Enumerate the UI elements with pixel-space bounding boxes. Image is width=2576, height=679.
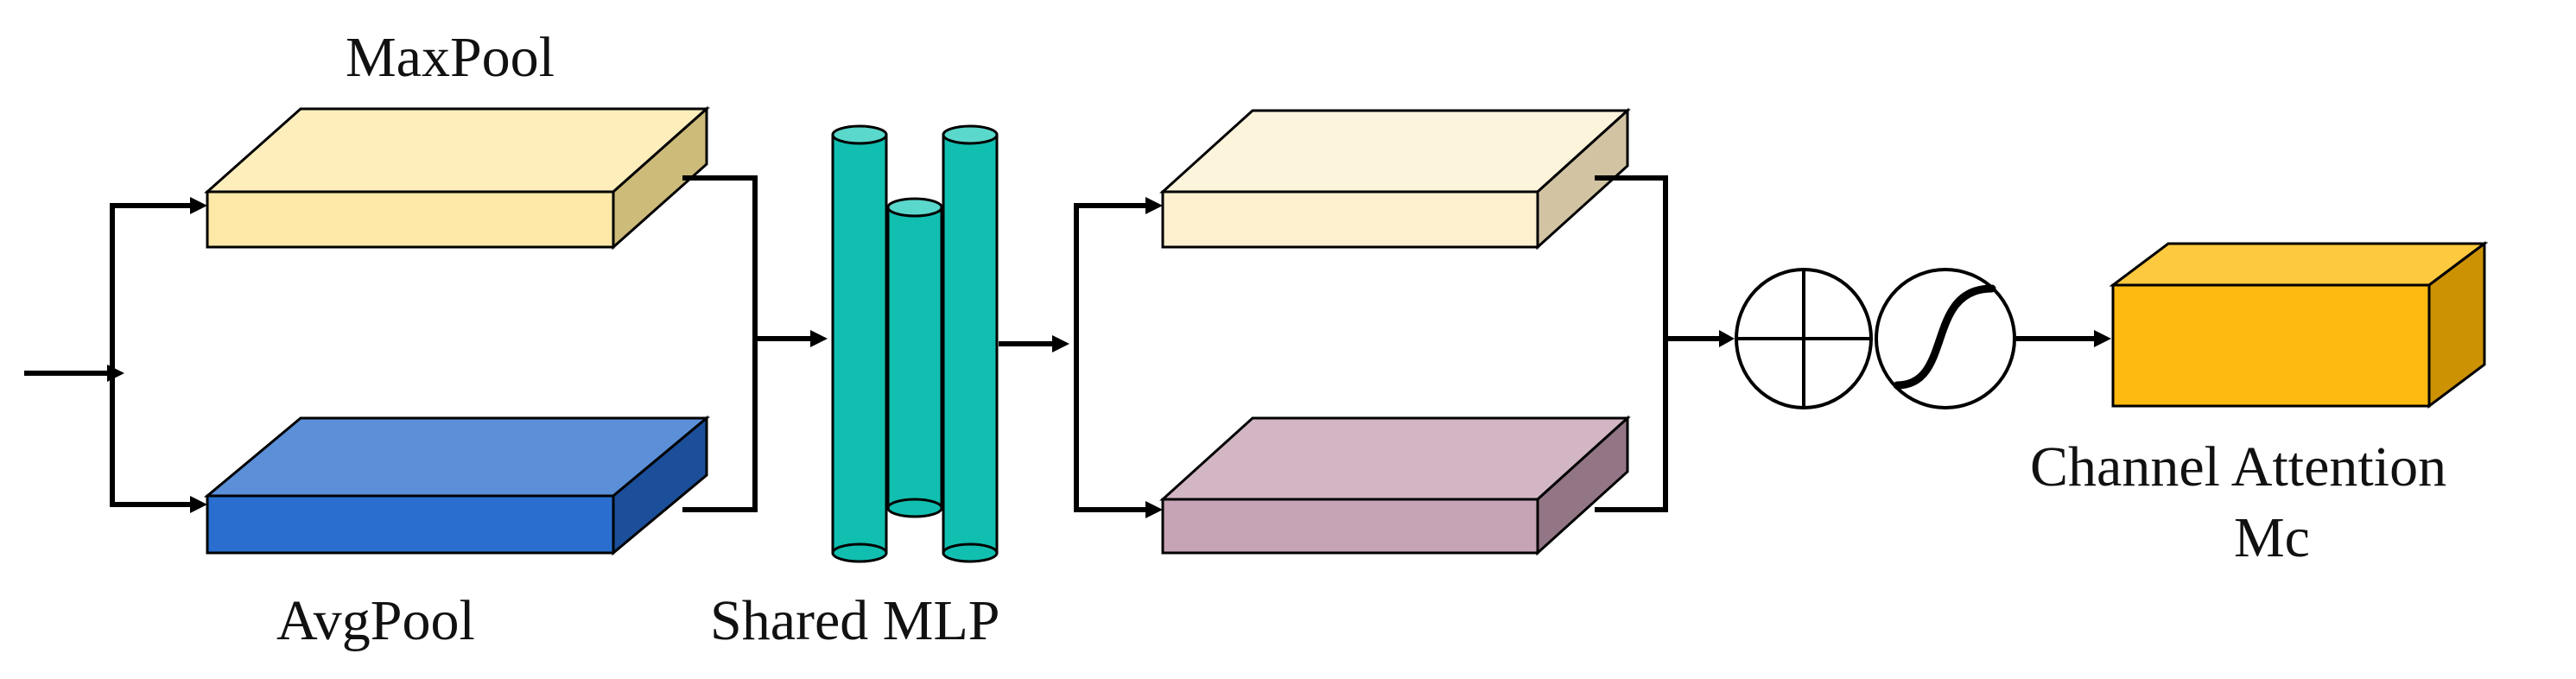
mlp-output-max-side-face bbox=[1536, 107, 1629, 251]
avgpool-side-face bbox=[612, 415, 708, 556]
merge-to-mlp-connector bbox=[682, 175, 810, 512]
input-arrow bbox=[24, 365, 124, 382]
mc-label: Mc bbox=[2234, 506, 2310, 569]
maxpool-front-face bbox=[206, 190, 615, 249]
mlp-output-avg-side-face bbox=[1536, 415, 1629, 556]
mlp-output-avg-slab bbox=[1159, 415, 1631, 556]
shared-mlp-label: Shared MLP bbox=[710, 589, 1000, 652]
avgpool-slab bbox=[203, 415, 711, 556]
mlp-cylinder-left bbox=[831, 124, 888, 563]
arrow-mlp-out bbox=[1052, 335, 1069, 352]
arrow-to-out-max bbox=[1145, 197, 1163, 214]
attention-top-face bbox=[2109, 242, 2489, 287]
channel-attention-label: Channel Attention bbox=[2030, 435, 2447, 498]
element-wise-sum-icon bbox=[1735, 268, 1873, 409]
mlp-cylinder-right bbox=[942, 124, 999, 563]
arrow-to-maxpool bbox=[190, 197, 207, 214]
mlp-output-connector bbox=[999, 203, 1145, 512]
arrow-to-attention bbox=[2016, 330, 2111, 347]
maxpool-side-face bbox=[612, 105, 708, 251]
sigmoid-icon bbox=[1875, 268, 2016, 409]
attention-side-face bbox=[2427, 241, 2486, 409]
arrow-to-sum bbox=[1719, 330, 1735, 347]
maxpool-slab bbox=[204, 105, 710, 251]
arrow-to-out-avg bbox=[1145, 501, 1163, 518]
shared-mlp-cylinders bbox=[831, 124, 999, 563]
mlp-cylinder-middle bbox=[886, 197, 943, 518]
arrow-to-mlp bbox=[810, 330, 828, 347]
mlp-output-max-front-face bbox=[1161, 190, 1539, 249]
arrow-to-avgpool bbox=[190, 496, 207, 513]
split-connector bbox=[110, 203, 190, 507]
merge-to-sum-connector bbox=[1595, 175, 1719, 512]
mlp-output-max-slab bbox=[1159, 107, 1631, 251]
avgpool-label: AvgPool bbox=[276, 589, 475, 652]
maxpool-label: MaxPool bbox=[346, 26, 555, 89]
avgpool-front-face bbox=[206, 494, 615, 555]
attention-front-face bbox=[2111, 283, 2431, 408]
mlp-output-avg-front-face bbox=[1161, 498, 1539, 555]
channel-attention-block bbox=[2109, 241, 2489, 409]
